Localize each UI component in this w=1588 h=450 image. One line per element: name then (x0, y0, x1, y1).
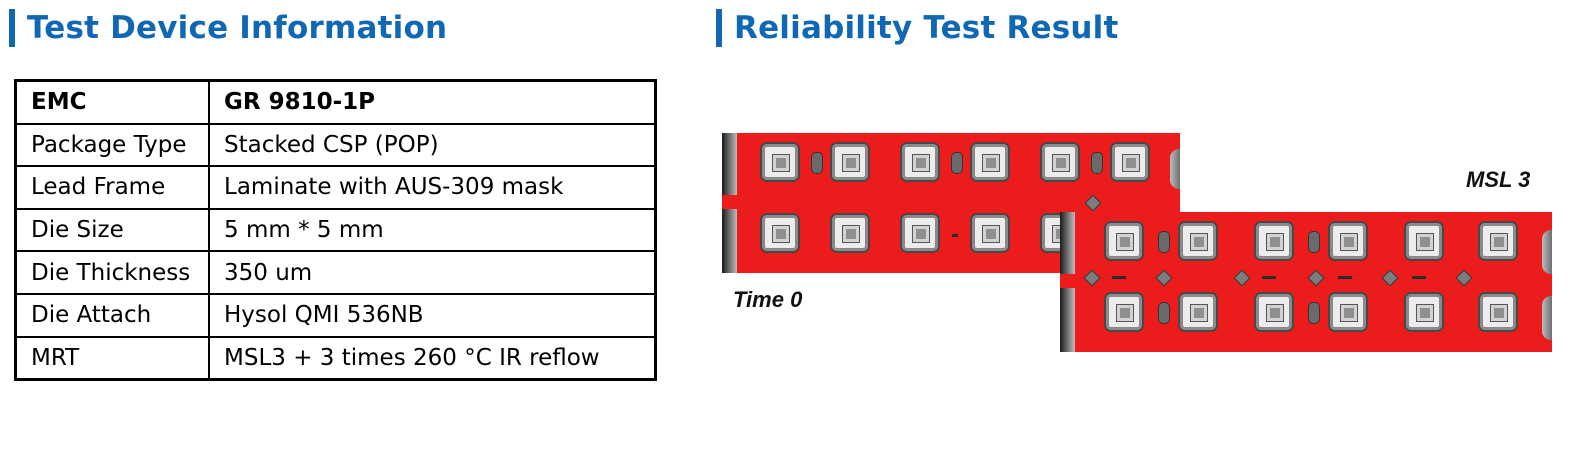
time0-package-image (722, 133, 1180, 273)
trace-mark (1262, 276, 1276, 279)
fiducial-mark (1455, 269, 1473, 287)
package-chip (830, 213, 870, 253)
package-chip (900, 142, 940, 182)
row-label: MRT (14, 335, 210, 381)
table-row: EMC GR 9810-1P (14, 79, 657, 125)
strip-edge (722, 133, 737, 273)
msl3-label: MSL 3 (1466, 167, 1531, 192)
package-chip (1040, 142, 1080, 182)
fiducial-mark (1307, 269, 1325, 287)
trace-mark (1112, 276, 1126, 279)
test-device-information-heading: Test Device Information (9, 9, 447, 47)
row-label: Die Size (14, 207, 210, 253)
package-chip (1404, 221, 1444, 261)
fiducial-mark (1233, 269, 1251, 287)
row-value: 5 mm * 5 mm (208, 207, 657, 253)
strip-edge (1060, 212, 1075, 352)
trace-mark (1338, 276, 1352, 279)
row-label: Lead Frame (14, 165, 210, 210)
device-info-table: EMC GR 9810-1P Package Type Stacked CSP … (14, 79, 657, 382)
package-chip (1104, 292, 1144, 332)
heading-text: Reliability Test Result (734, 10, 1119, 46)
row-label: Die Thickness (14, 250, 210, 295)
package-chip (1104, 221, 1144, 261)
package-chip (970, 213, 1010, 253)
package-chip (1404, 292, 1444, 332)
row-value: Hysol QMI 536NB (208, 292, 657, 338)
package-chip (1178, 221, 1218, 261)
package-chip (760, 213, 800, 253)
table-row: Package Type Stacked CSP (POP) (14, 122, 657, 168)
table-row: Die Size 5 mm * 5 mm (14, 207, 657, 253)
fiducial-mark (1308, 231, 1320, 253)
fiducial-mark (1083, 269, 1101, 287)
row-value: 350 um (208, 250, 657, 295)
table-row: Die Attach Hysol QMI 536NB (14, 292, 657, 338)
trace-mark (952, 234, 958, 237)
row-label: EMC (14, 79, 210, 125)
package-chip (1254, 221, 1294, 261)
fiducial-mark (1158, 302, 1170, 324)
table-row: Die Thickness 350 um (14, 250, 657, 295)
reliability-test-result-heading: Reliability Test Result (716, 9, 1119, 47)
package-chip (830, 142, 870, 182)
strip-edge (1170, 149, 1180, 189)
time0-label: Time 0 (733, 287, 803, 312)
fiducial-mark (1381, 269, 1399, 287)
strip-edge (1542, 296, 1552, 340)
package-chip (1110, 142, 1150, 182)
package-chip (1478, 221, 1518, 261)
row-value: Stacked CSP (POP) (208, 122, 657, 168)
msl3-package-image (1060, 212, 1552, 352)
package-chip (900, 213, 940, 253)
fiducial-mark (1091, 152, 1103, 174)
heading-accent-bar (9, 9, 15, 47)
package-chip (1254, 292, 1294, 332)
row-label: Package Type (14, 122, 210, 168)
package-chip (760, 142, 800, 182)
fiducial-mark (1158, 231, 1170, 253)
trace-mark (1412, 276, 1426, 279)
table-row: Lead Frame Laminate with AUS-309 mask (14, 165, 657, 210)
heading-accent-bar (716, 9, 722, 47)
package-chip (970, 142, 1010, 182)
row-value: GR 9810-1P (208, 79, 657, 125)
row-label: Die Attach (14, 292, 210, 338)
row-value: Laminate with AUS-309 mask (208, 165, 657, 210)
package-chip (1328, 221, 1368, 261)
fiducial-mark (1084, 194, 1102, 212)
package-chip (1328, 292, 1368, 332)
row-value: MSL3 + 3 times 260 °C IR reflow (208, 335, 657, 381)
strip-edge (1542, 230, 1552, 274)
fiducial-mark (811, 152, 823, 174)
fiducial-mark (1308, 302, 1320, 324)
package-chip (1178, 292, 1218, 332)
package-chip (1478, 292, 1518, 332)
fiducial-mark (1155, 269, 1173, 287)
fiducial-mark (951, 152, 963, 174)
heading-text: Test Device Information (27, 10, 448, 46)
table-row: MRT MSL3 + 3 times 260 °C IR reflow (14, 335, 657, 381)
